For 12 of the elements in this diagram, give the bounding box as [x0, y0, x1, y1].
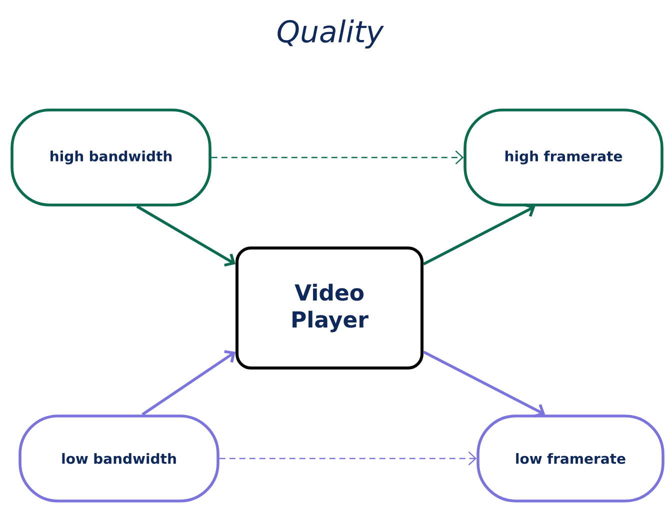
arrow — [211, 150, 464, 164]
rounded-box: high framerate — [464, 108, 664, 206]
arrow — [422, 350, 546, 418]
rounded-box: low framerate — [476, 414, 664, 502]
arrow — [219, 452, 477, 466]
arrow — [422, 203, 536, 266]
title: Quality — [278, 19, 384, 48]
arrow — [142, 350, 236, 416]
rounded-box: low bandwidth — [18, 414, 220, 502]
process-box: Video Player — [236, 246, 424, 370]
rounded-box: high bandwidth — [10, 108, 212, 206]
arrow — [136, 205, 236, 267]
